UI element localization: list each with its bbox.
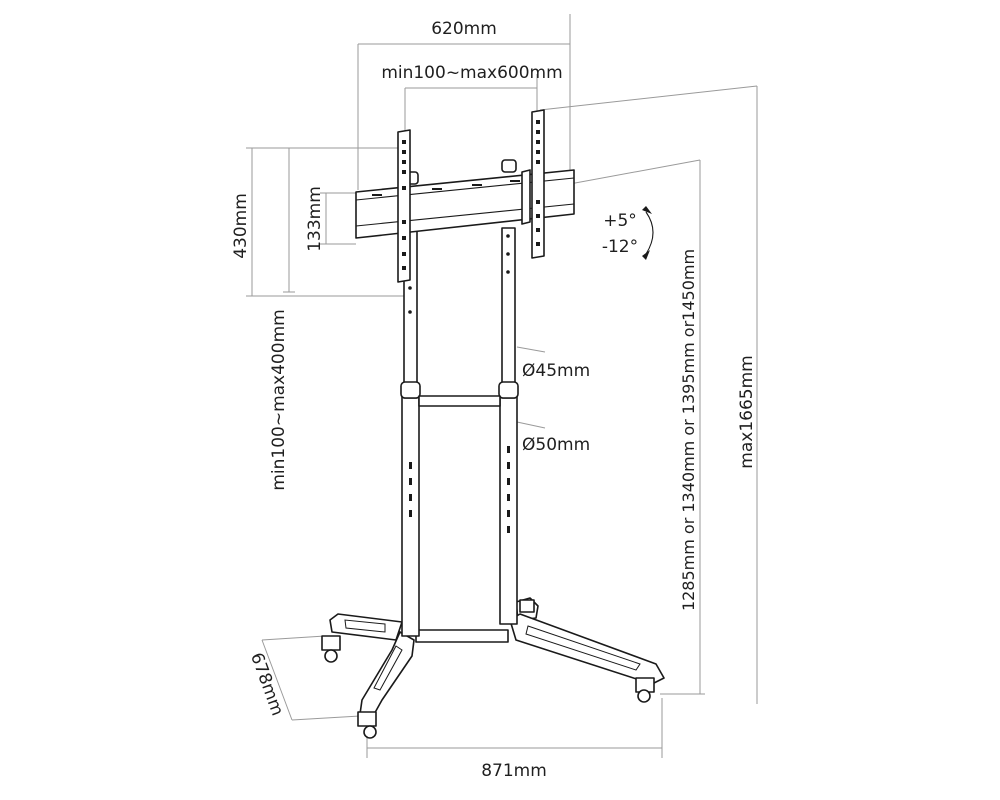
poles — [400, 227, 519, 637]
caster-front-left — [357, 711, 377, 739]
tilt-arrow-icon — [642, 206, 654, 260]
label-crossbar-height: 133mm — [305, 186, 325, 252]
label-base-depth: 678mm — [246, 650, 287, 718]
caster-back-right — [519, 599, 535, 613]
caster-back-left — [321, 635, 341, 663]
height-adjust-holes — [408, 234, 510, 533]
tilt-lock — [521, 169, 531, 225]
label-tilt-down: -12° — [602, 237, 638, 257]
middle-cross-bar — [418, 395, 501, 407]
right-vesa-arm — [531, 109, 545, 259]
base-assembly — [321, 597, 665, 739]
left-pole-collar — [400, 381, 421, 399]
base-cross-bar — [415, 629, 509, 643]
label-overall-width: 620mm — [431, 19, 497, 39]
crossbar-slots — [372, 180, 520, 196]
label-vesa-horizontal: min100~max600mm — [381, 63, 562, 83]
label-upper-pole-diameter: Ø45mm — [522, 361, 590, 381]
label-vesa-vertical: min100~max400mm — [269, 309, 289, 490]
tv-bracket — [355, 109, 575, 283]
label-lower-pole-diameter: Ø50mm — [522, 435, 590, 455]
right-arm-holes — [536, 120, 540, 246]
dimension-labels: 620mm min100~max600mm 430mm 133mm min100… — [231, 19, 757, 781]
left-vesa-arm — [397, 129, 411, 283]
right-pole-collar — [498, 381, 519, 399]
label-base-width: 871mm — [481, 761, 547, 781]
left-arm-holes — [402, 140, 406, 270]
label-bracket-height: 430mm — [231, 193, 251, 259]
label-tilt-up: +5° — [603, 211, 637, 231]
label-height-positions: 1285mm or 1340mm or 1395mm or1450mm — [679, 249, 698, 611]
caster-front-right — [635, 677, 655, 703]
bracket-knob-right — [501, 159, 517, 173]
label-max-height: max1665mm — [737, 355, 757, 468]
